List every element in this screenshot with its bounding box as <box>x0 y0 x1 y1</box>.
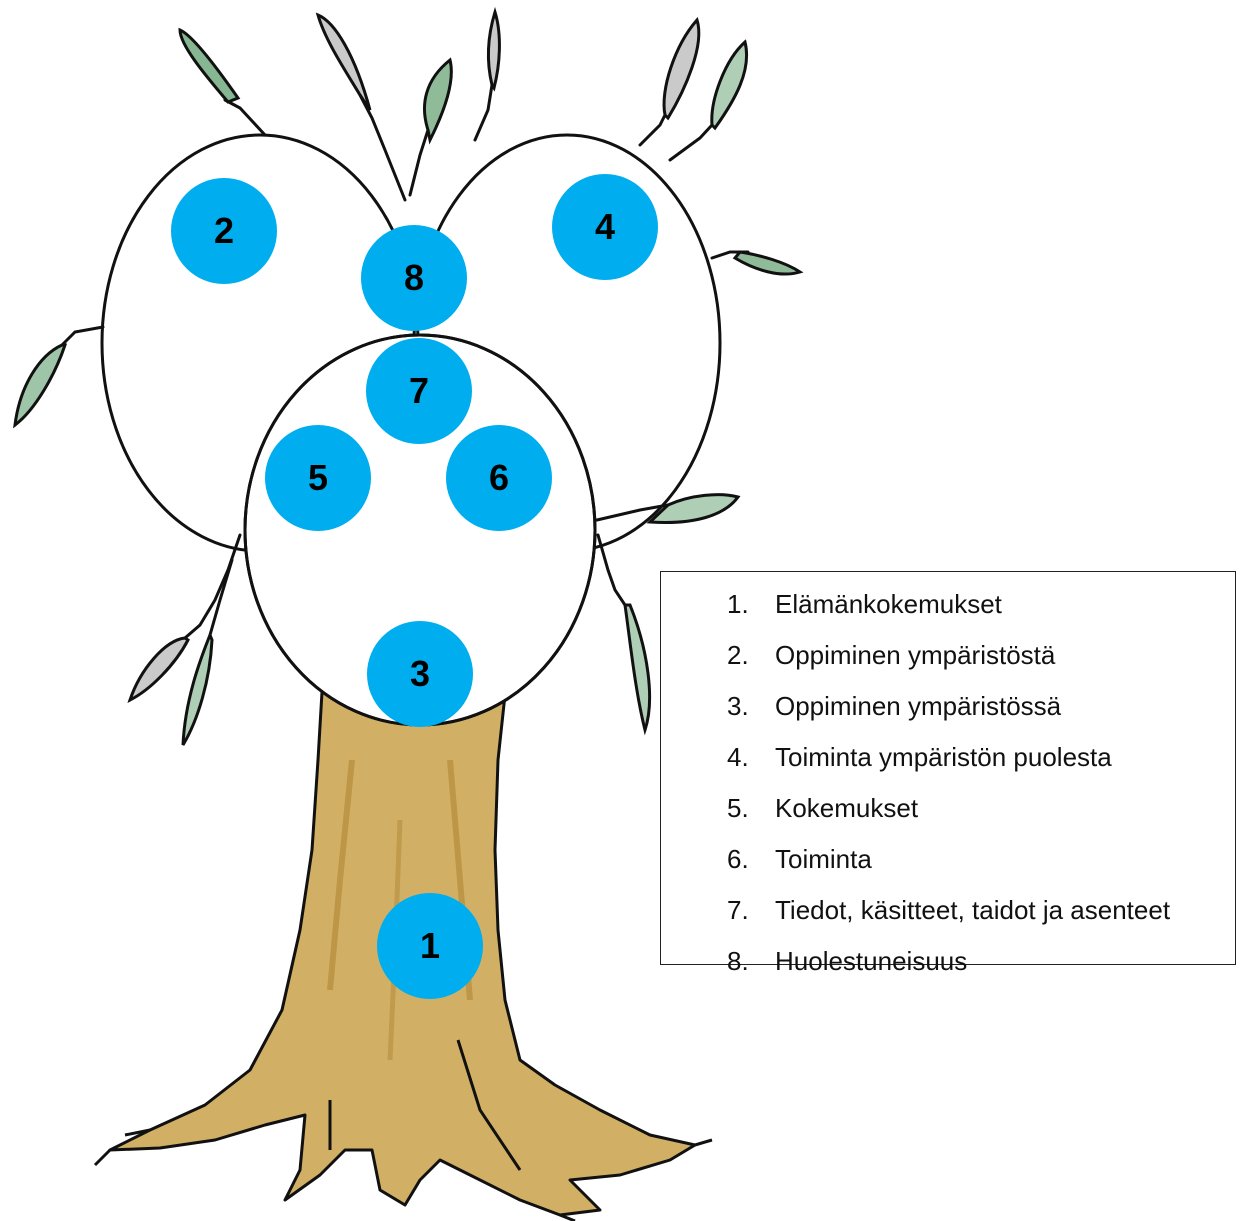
marker-8-label: 8 <box>404 257 424 299</box>
legend-item-number: 4. <box>727 739 775 775</box>
legend-item: 3.Oppiminen ympäristössä <box>727 688 1235 739</box>
legend-item-text: Oppiminen ympäristöstä <box>775 640 1055 670</box>
legend-item-number: 1. <box>727 586 775 622</box>
marker-5-label: 5 <box>308 457 328 499</box>
legend-item: 8.Huolestuneisuus <box>727 943 1235 994</box>
legend-item: 2.Oppiminen ympäristöstä <box>727 637 1235 688</box>
marker-4: 4 <box>552 174 658 280</box>
marker-3-label: 3 <box>410 653 430 695</box>
legend-item-text: Toiminta <box>775 844 872 874</box>
marker-4-label: 4 <box>595 206 615 248</box>
legend-item-text: Kokemukset <box>775 793 918 823</box>
marker-2-label: 2 <box>214 210 234 252</box>
marker-7: 7 <box>366 338 472 444</box>
marker-5: 5 <box>265 425 371 531</box>
marker-6: 6 <box>446 425 552 531</box>
legend-item-number: 5. <box>727 790 775 826</box>
legend-item: 1.Elämänkokemukset <box>727 586 1235 637</box>
legend-list: 1.Elämänkokemukset 2.Oppiminen ympäristö… <box>661 572 1235 994</box>
marker-6-label: 6 <box>489 457 509 499</box>
marker-7-label: 7 <box>409 370 429 412</box>
legend-box: 1.Elämänkokemukset 2.Oppiminen ympäristö… <box>660 571 1236 965</box>
marker-3: 3 <box>367 621 473 727</box>
legend-item-text: Huolestuneisuus <box>775 946 967 976</box>
marker-1: 1 <box>377 893 483 999</box>
legend-item-number: 3. <box>727 688 775 724</box>
legend-item: 7.Tiedot, käsitteet, taidot ja asenteet <box>727 892 1235 943</box>
legend-item-number: 7. <box>727 892 775 928</box>
legend-item-text: Tiedot, käsitteet, taidot ja asenteet <box>775 895 1170 925</box>
legend-item-number: 6. <box>727 841 775 877</box>
marker-1-label: 1 <box>420 925 440 967</box>
legend-item-text: Elämänkokemukset <box>775 589 1002 619</box>
legend-item: 6.Toiminta <box>727 841 1235 892</box>
legend-item-number: 8. <box>727 943 775 979</box>
legend-item-text: Oppiminen ympäristössä <box>775 691 1061 721</box>
legend-item-text: Toiminta ympäristön puolesta <box>775 742 1112 772</box>
legend-item: 4.Toiminta ympäristön puolesta <box>727 739 1235 790</box>
marker-2: 2 <box>171 178 277 284</box>
legend-item: 5.Kokemukset <box>727 790 1235 841</box>
legend-item-number: 2. <box>727 637 775 673</box>
marker-8: 8 <box>361 225 467 331</box>
